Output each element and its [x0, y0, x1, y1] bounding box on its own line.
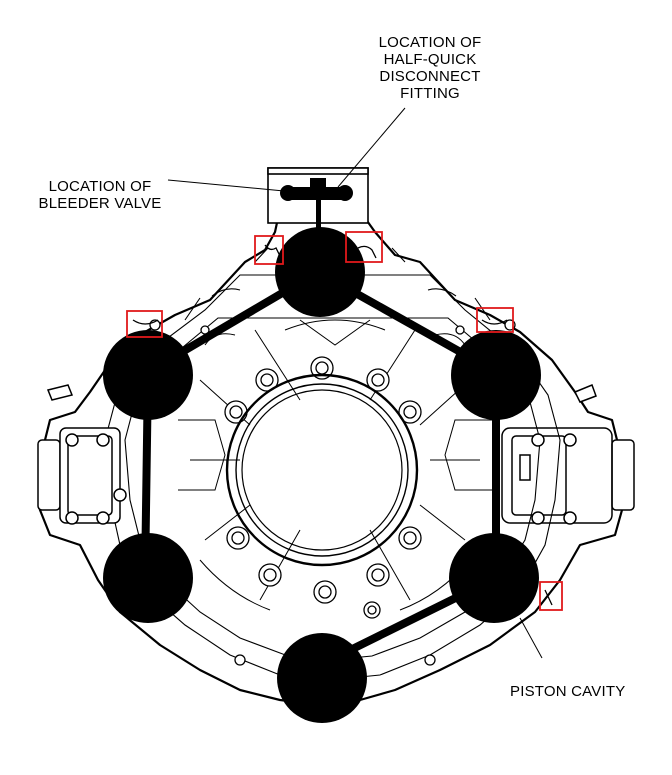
- callout-half-quick-line-1: LOCATION OF: [378, 34, 482, 51]
- piston-cavity-upper-left: [103, 330, 193, 420]
- piston-cavity-lower-left: [103, 533, 193, 623]
- leader-piston: [519, 617, 543, 659]
- bleeder-passage: [280, 178, 353, 230]
- leader-lines: [167, 107, 543, 659]
- highlight-boxes: [126, 231, 563, 611]
- piston-cavity-bottom: [277, 633, 367, 723]
- callout-half-quick-line-4: FITTING: [400, 85, 460, 102]
- callout-bleeder-line-1: LOCATION OF: [48, 178, 152, 195]
- highlight-box-lower-right: [539, 581, 563, 611]
- highlight-box-top-left: [254, 235, 284, 265]
- clip-details: [132, 244, 553, 606]
- leader-half-quick: [337, 107, 406, 188]
- callout-bleeder-line-2: BLEEDER VALVE: [38, 195, 162, 212]
- piston-cavity-upper-right: [451, 330, 541, 420]
- callout-piston-cavity: PISTON CAVITY: [510, 683, 660, 700]
- piston-cavity-lower-right: [449, 533, 539, 623]
- crossover-tubes: [141, 268, 500, 669]
- piston-cavity-top: [275, 227, 365, 317]
- left-mount-lug: [37, 384, 127, 525]
- callout-bleeder-valve: LOCATION OF BLEEDER VALVE: [30, 178, 170, 212]
- housing-bosses: [149, 319, 516, 666]
- housing-web-detail: [178, 319, 492, 611]
- callout-half-quick-line-2: HALF-QUICK: [383, 51, 477, 68]
- callout-half-quick-disconnect: LOCATION OF HALF-QUICK DISCONNECT FITTIN…: [365, 34, 495, 102]
- callout-piston-line-1: PISTON CAVITY: [510, 683, 626, 700]
- central-bore: [225, 373, 419, 567]
- piston-cavities: [103, 227, 541, 723]
- right-mount-lug: [501, 384, 635, 525]
- highlight-box-top-right: [345, 231, 383, 263]
- highlight-box-left: [126, 310, 163, 338]
- highlight-box-right: [476, 307, 514, 333]
- leader-bleeder: [167, 179, 285, 192]
- callout-half-quick-line-3: DISCONNECT: [379, 68, 481, 85]
